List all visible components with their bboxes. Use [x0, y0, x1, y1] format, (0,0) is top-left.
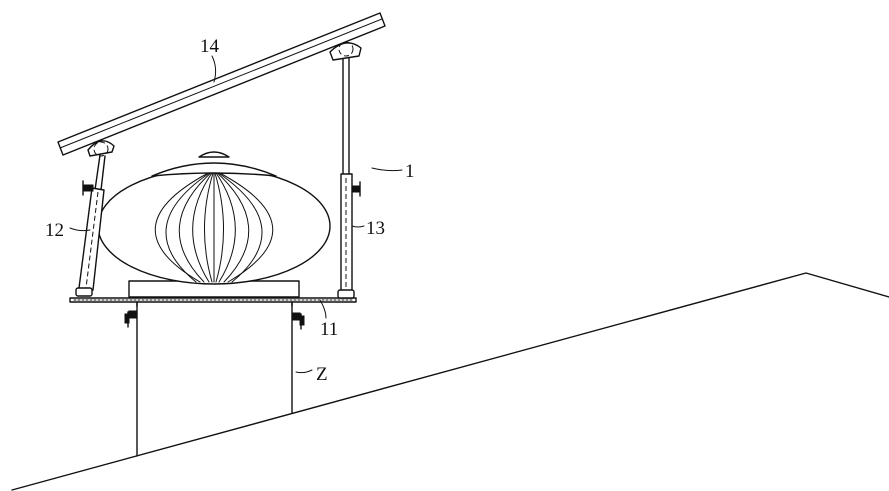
left-strut [75, 154, 106, 297]
label-1: 1 [405, 161, 415, 182]
label-z: Z [316, 364, 328, 385]
label-13: 13 [366, 218, 385, 239]
solar-panel [57, 12, 386, 157]
leader-lines [69, 55, 403, 374]
chimney-knob-left [124, 310, 138, 328]
chimney-knob-right [291, 312, 305, 330]
base-plate [69, 297, 357, 307]
label-14: 14 [200, 36, 220, 57]
roof-line [11, 272, 889, 491]
label-12: 12 [45, 220, 64, 241]
chimney [136, 299, 293, 457]
turbine-ventilator [97, 151, 331, 285]
right-strut [337, 54, 361, 299]
label-11: 11 [320, 319, 338, 340]
